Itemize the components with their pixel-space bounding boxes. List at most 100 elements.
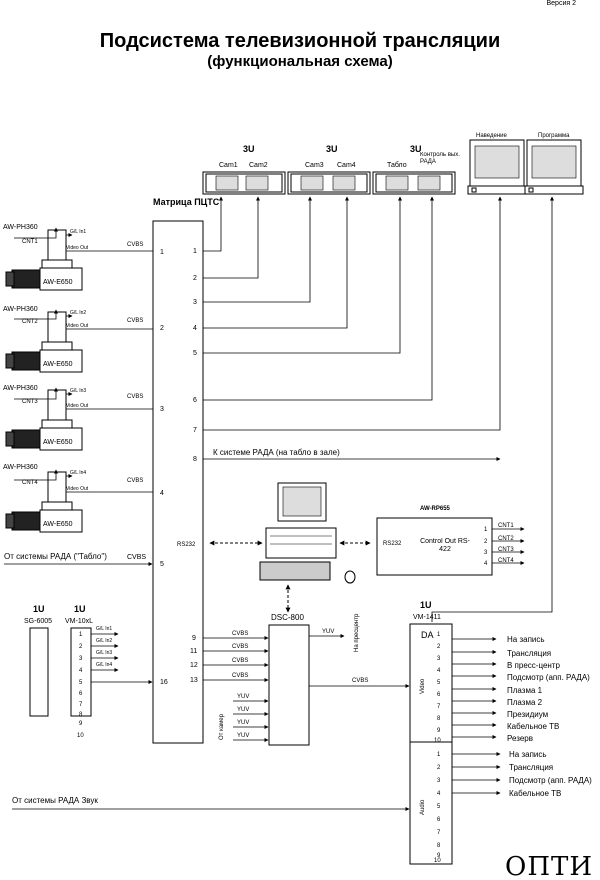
- matrix-rs232-label: RS232: [177, 542, 196, 548]
- rp655-cnt-4: CNT4: [498, 558, 514, 564]
- camera-3-video: Video Out: [66, 403, 89, 409]
- dsc-cvbs-1: CVBS: [232, 631, 248, 637]
- vm10-out-9: 9: [79, 721, 83, 727]
- vm1411-block: 1U VM-1411 DA Video Audio: [409, 600, 453, 865]
- vm1411-audio-ports: 1 2 3 4 5 6 7 8 9 10: [434, 752, 441, 864]
- rp655-port-3: 3: [484, 550, 488, 556]
- camera-group-4: AW-PH360 CNT4 G/L In4 Video Out CVBS AW-…: [3, 464, 143, 533]
- video-out-broadcast: Трансляция: [507, 649, 551, 658]
- matrix-out-4: 4: [193, 325, 197, 332]
- dsc-cvbs-out: CVBS: [352, 678, 368, 684]
- vm1411-audio-label: Audio: [420, 799, 426, 815]
- rp655-cnt-3: CNT3: [498, 547, 514, 553]
- rack-3-control-label: Контроль вых. РАДА: [420, 152, 460, 165]
- camera-group-3: AW-PH360 CNT3 G/L In3 Video Out CVBS AW-…: [3, 385, 143, 451]
- dsc-yuv-in-1: YUV: [237, 694, 249, 700]
- matrix-out-2: 2: [193, 275, 197, 282]
- camera-group-2: AW-PH360 CNT2 G/L In2 Video Out CVBS AW-…: [3, 306, 143, 373]
- rada-tablo-signal: CVBS: [127, 554, 146, 561]
- video-port-2: 2: [437, 644, 441, 650]
- camera-2-gl: G/L In2: [70, 310, 86, 316]
- video-port-5: 5: [437, 680, 441, 686]
- video-out-press: В пресс-центр: [507, 661, 560, 670]
- dsc-yuv-in-2: YUV: [237, 707, 249, 713]
- camera-4-model: AW-PH360: [3, 464, 38, 471]
- audio-port-8: 8: [437, 843, 441, 849]
- rp655-port-1: 1: [484, 527, 488, 533]
- matrix-inputs: 1 2 3 4 5 16: [160, 249, 168, 686]
- vm10-out-5: 5: [79, 680, 83, 686]
- matrix-out-12: 12: [190, 662, 198, 669]
- camera-3-signal: CVBS: [127, 394, 143, 400]
- matrix-out-11: 11: [190, 648, 197, 655]
- dsc-yuv-in-3: YUV: [237, 720, 249, 726]
- camera-4-gl: G/L In4: [70, 470, 86, 476]
- dsc-to-press: На пресцентр: [354, 613, 360, 652]
- vm10-gl-1: G/L In1: [96, 626, 112, 632]
- vm10-gl-4: G/L In4: [96, 662, 112, 668]
- rp655-name: AW-RP655: [420, 506, 451, 512]
- monitor-rack-2: 3U Cam3 Cam4: [287, 144, 371, 195]
- diagram-subtitle: (функциональная схема): [207, 53, 393, 70]
- dsc-name: DSC-800: [271, 613, 304, 622]
- vm10-out-3: 3: [79, 656, 83, 662]
- matrix-to-rada-label: К системе РАДА (на табло в зале): [213, 448, 340, 457]
- rp655-rs232: RS232: [383, 541, 402, 547]
- matrix-extra-outputs: 9 11 12 13 CVBS CVBS CVBS CVBS: [190, 631, 248, 684]
- video-out-plasma-2: Плазма 2: [507, 698, 543, 707]
- sg6005-block: 1U SG-6005: [24, 604, 52, 717]
- rack-2-cam4-label: Cam4: [337, 162, 356, 169]
- video-out-presidium: Президиум: [507, 710, 548, 719]
- camera-1-model: AW-PH360: [3, 224, 38, 231]
- camera-4-cam: AW-E650: [43, 521, 73, 528]
- dsc-cvbs-4: CVBS: [232, 673, 248, 679]
- video-port-10: 10: [434, 738, 441, 744]
- rack-3-size: 3U: [410, 144, 422, 154]
- matrix-in-3: 3: [160, 406, 164, 413]
- matrix-in-5: 5: [160, 561, 164, 568]
- camera-1-video: Video Out: [66, 245, 89, 251]
- video-out-preview: Подсмотр (апп. РАДА): [507, 673, 590, 682]
- vm10-gl-2: G/L In2: [96, 638, 112, 644]
- camera-4-video: Video Out: [66, 486, 89, 492]
- video-out-record: На запись: [507, 635, 545, 644]
- big-monitor-program-label: Программа: [538, 133, 570, 139]
- rack-3-tablo-label: Табло: [387, 161, 407, 169]
- vm10-out-8: 8: [79, 712, 83, 718]
- audio-out-record: На запись: [509, 750, 547, 759]
- diagram-title: Подсистема телевизионной трансляции: [99, 30, 501, 52]
- rp655-block: AW-RP655 RS232 Control Out RS-422 1 2 3 …: [376, 506, 514, 576]
- camera-1-gl: G/L In1: [70, 229, 86, 235]
- camera-2-model: AW-PH360: [3, 306, 38, 313]
- camera-3-cnt: CNT3: [22, 399, 38, 405]
- rp655-control-label: Control Out RS-422: [420, 538, 470, 553]
- camera-1-signal: CVBS: [127, 242, 143, 248]
- matrix-in-1: 1: [160, 249, 164, 256]
- camera-2-video: Video Out: [66, 323, 89, 329]
- dsc-cvbs-3: CVBS: [232, 658, 248, 664]
- computer-icon: [259, 482, 356, 584]
- camera-group-1: AW-PH360 CNT1 G/L In1 Video Out CVBS AW-…: [3, 224, 143, 291]
- vm1411-video-label: Video: [420, 678, 426, 694]
- camera-4-signal: CVBS: [127, 478, 143, 484]
- video-port-8: 8: [437, 716, 441, 722]
- big-monitor-guidance: Наведение: [467, 133, 527, 195]
- audio-out-preview: Подсмотр (апп. РАДА): [509, 776, 592, 785]
- opti-logo: ОПТИ: [505, 852, 593, 880]
- video-port-7: 7: [437, 704, 441, 710]
- vm1411-audio-outputs: На запись Трансляция Подсмотр (апп. РАДА…: [509, 750, 592, 798]
- dsc-cvbs-2: CVBS: [232, 644, 248, 650]
- vm1411-da: DA: [421, 630, 434, 640]
- matrix-out-13: 13: [190, 677, 198, 684]
- vm10-out-2: 2: [79, 644, 83, 650]
- audio-port-10: 10: [434, 858, 441, 864]
- matrix-block: Матрица ПЦТС 2U: [152, 197, 220, 744]
- audio-out-cable-tv: Кабельное ТВ: [509, 789, 561, 798]
- video-port-6: 6: [437, 692, 441, 698]
- big-monitor-program: Программа: [524, 133, 584, 195]
- vm10-out-6: 6: [79, 691, 83, 697]
- video-port-1: 1: [437, 632, 441, 638]
- matrix-out-6: 6: [193, 397, 197, 404]
- vm10-gl-3: G/L In3: [96, 650, 112, 656]
